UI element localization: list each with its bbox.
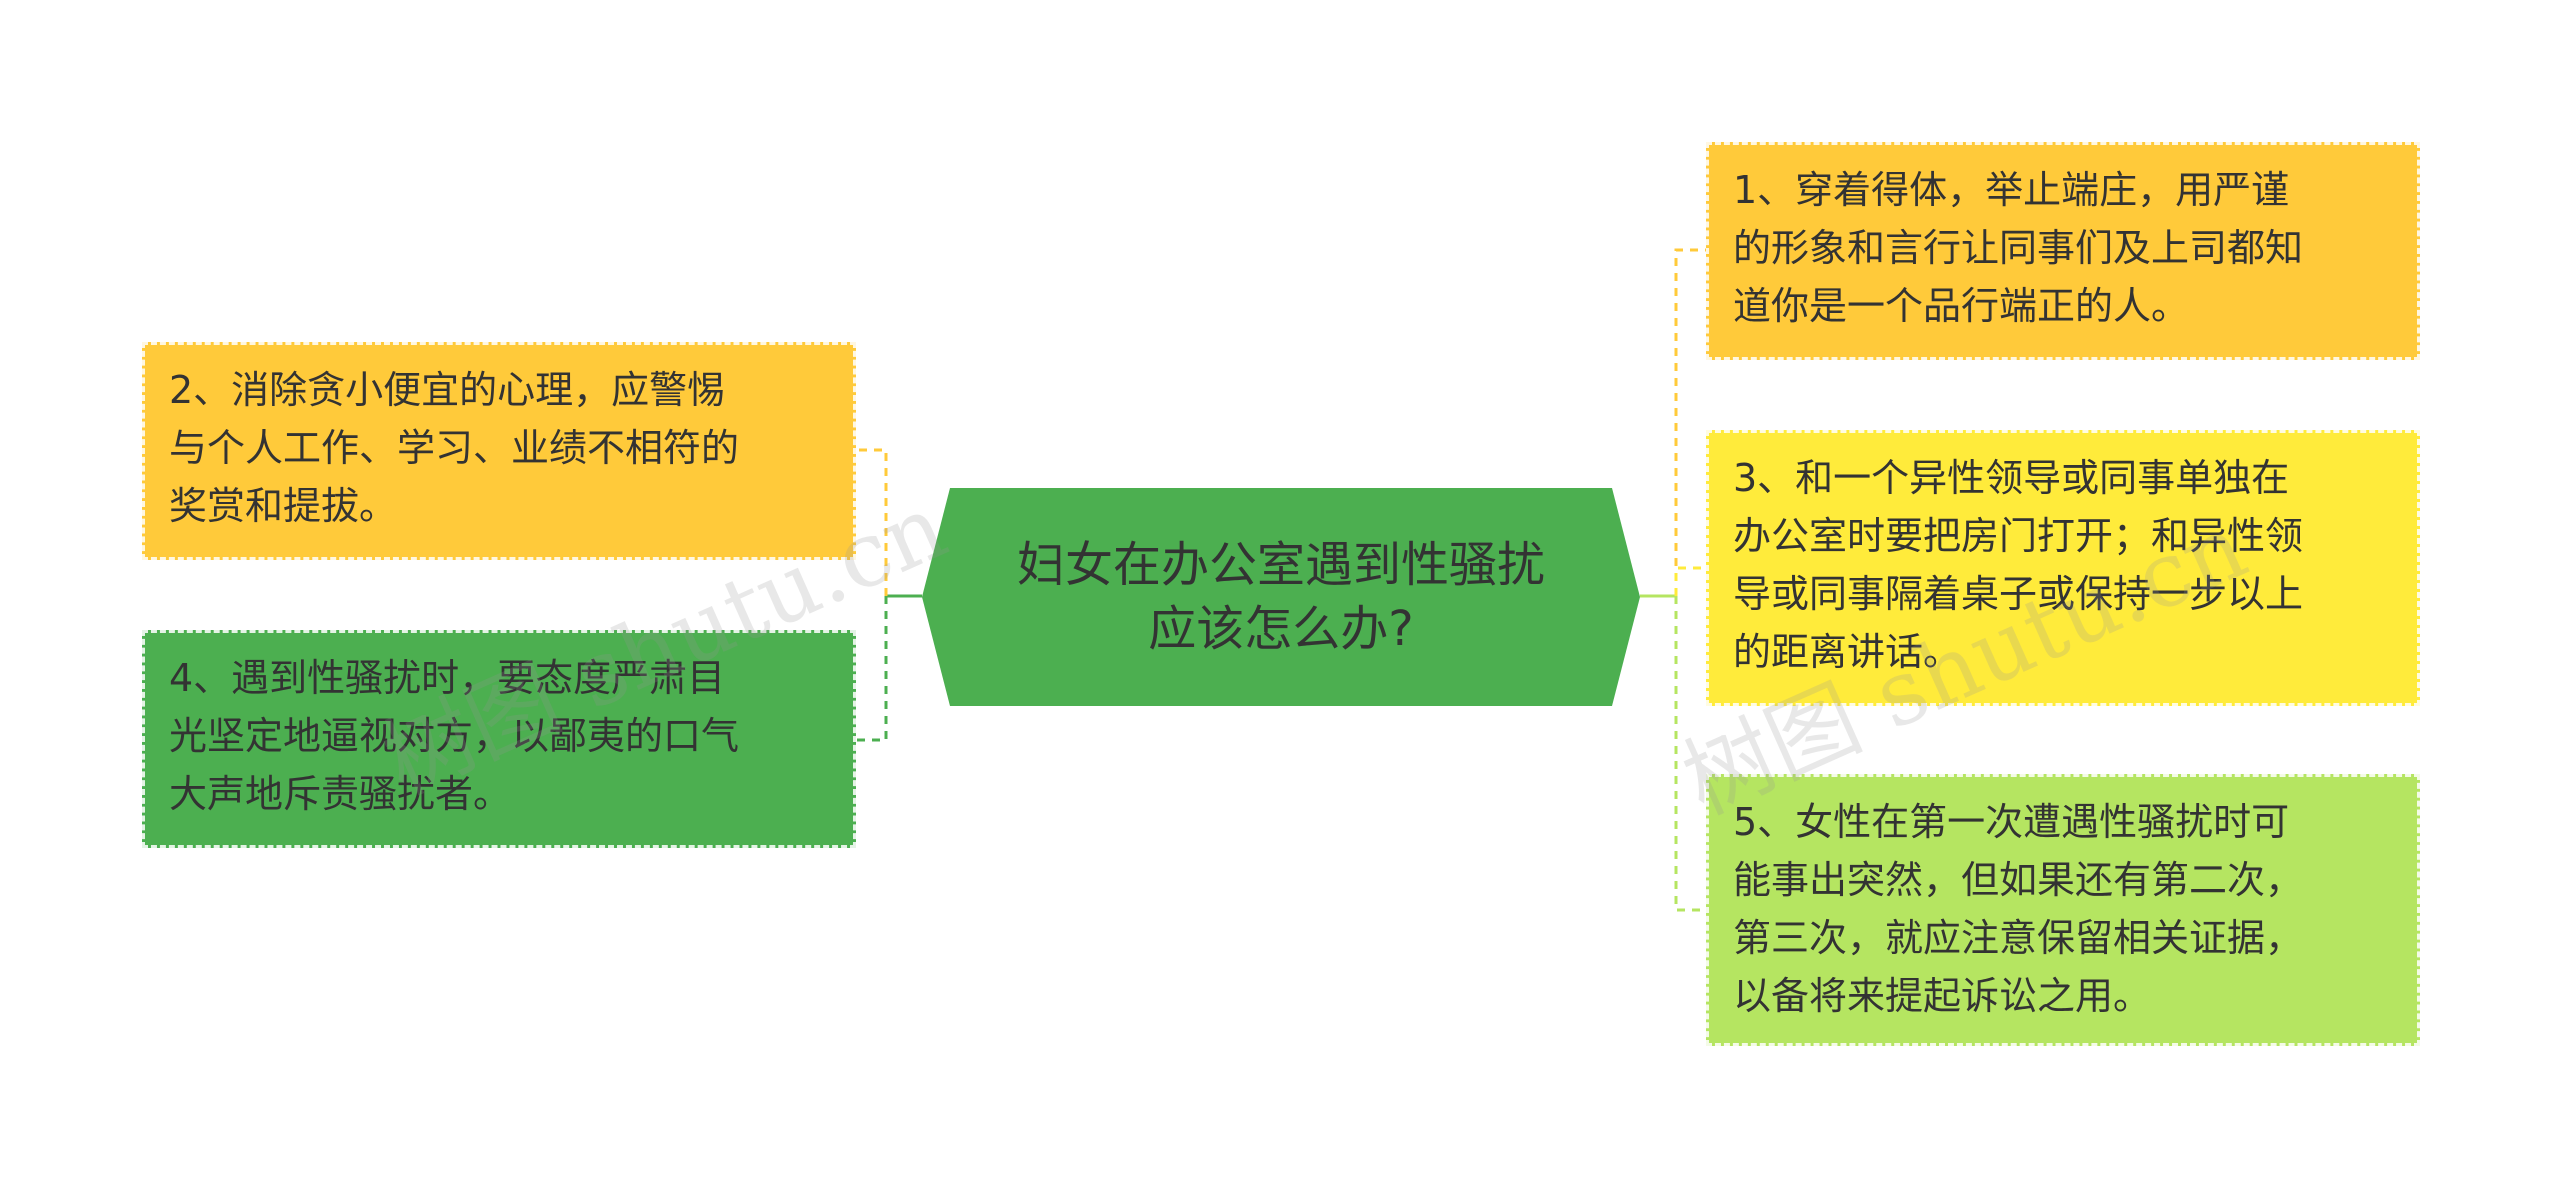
connector-left-node-1 <box>856 448 888 596</box>
topic-node-4[interactable]: 4、遇到性骚扰时，要态度严肃目 光坚定地逼视对方，以鄙夷的口气 大声地斥责骚扰者… <box>142 630 856 848</box>
topic-node-4-line-1: 4、遇到性骚扰时，要态度严肃目 <box>169 656 726 700</box>
topic-node-2-line-1: 2、消除贪小便宜的心理，应警惕 <box>169 368 726 412</box>
central-topic-line-1: 妇女在办公室遇到性骚扰 <box>1016 537 1545 593</box>
topic-node-5-line-2: 能事出突然，但如果还有第二次， <box>1733 858 2304 902</box>
connector-right-node-2 <box>1674 566 1706 596</box>
topic-node-3[interactable]: 3、和一个异性领导或同事单独在 办公室时要把房门打开；和异性领 导或同事隔着桌子… <box>1706 430 2420 706</box>
topic-node-2-line-3: 奖赏和提拔。 <box>169 484 398 528</box>
topic-node-5-line-1: 5、女性在第一次遭遇性骚扰时可 <box>1733 800 2290 844</box>
central-topic-line-2: 应该怎么办? <box>1148 601 1414 657</box>
topic-node-5-line-3: 第三次，就应注意保留相关证据， <box>1733 916 2304 960</box>
topic-node-5-line-4: 以备将来提起诉讼之用。 <box>1733 974 2152 1018</box>
connector-right-node-1 <box>1674 248 1706 596</box>
connector-right-node-3 <box>1674 596 1706 912</box>
topic-node-3-line-1: 3、和一个异性领导或同事单独在 <box>1733 456 2290 500</box>
topic-node-1-line-3: 道你是一个品行端正的人。 <box>1733 284 2190 328</box>
central-topic-text: 妇女在办公室遇到性骚扰 应该怎么办? <box>922 488 1640 706</box>
central-topic[interactable]: 妇女在办公室遇到性骚扰 应该怎么办? <box>922 488 1640 706</box>
topic-node-1[interactable]: 1、穿着得体，举止端庄，用严谨 的形象和言行让同事们及上司都知 道你是一个品行端… <box>1706 142 2420 360</box>
topic-node-4-line-2: 光坚定地逼视对方，以鄙夷的口气 <box>169 714 740 758</box>
central-topic-shape <box>922 488 1640 706</box>
topic-node-1-line-1: 1、穿着得体，举止端庄，用严谨 <box>1733 168 2290 212</box>
topic-node-2[interactable]: 2、消除贪小便宜的心理，应警惕 与个人工作、学习、业绩不相符的 奖赏和提拔。 <box>142 342 856 560</box>
topic-node-3-line-4: 的距离讲话。 <box>1733 630 1962 674</box>
topic-node-3-line-3: 导或同事隔着桌子或保持一步以上 <box>1733 572 2304 616</box>
topic-node-4-line-3: 大声地斥责骚扰者。 <box>169 772 512 816</box>
topic-node-3-line-2: 办公室时要把房门打开；和异性领 <box>1733 514 2304 558</box>
topic-node-1-line-2: 的形象和言行让同事们及上司都知 <box>1733 226 2304 270</box>
topic-node-5[interactable]: 5、女性在第一次遭遇性骚扰时可 能事出突然，但如果还有第二次， 第三次，就应注意… <box>1706 774 2420 1046</box>
topic-node-2-line-2: 与个人工作、学习、业绩不相符的 <box>169 426 740 470</box>
connector-left-node-2 <box>856 596 888 742</box>
